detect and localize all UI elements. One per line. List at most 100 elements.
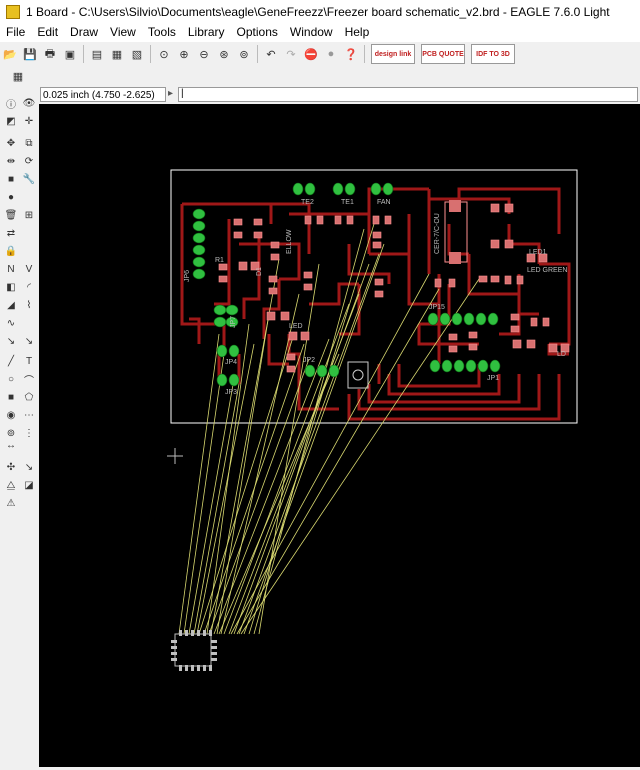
info-icon[interactable]: ⓘ	[6, 99, 16, 111]
ratsnest-icon[interactable]: ✣	[6, 461, 16, 473]
undo-icon[interactable]: ↶	[266, 48, 276, 61]
connector-pins	[171, 630, 217, 671]
push-button	[347, 361, 369, 389]
label-jp4: JP4	[225, 359, 237, 366]
toolbar-separator	[150, 45, 151, 63]
label-jp1: JP1	[487, 375, 499, 382]
menu-options[interactable]: Options	[236, 25, 278, 39]
copy-icon[interactable]: ⧉	[25, 137, 33, 149]
add-icon[interactable]: ⊞	[24, 209, 34, 221]
label-jp6: JP6	[184, 270, 191, 282]
command-input[interactable]: |	[178, 87, 638, 102]
drc-icon[interactable]: ◪	[24, 479, 34, 491]
go-icon[interactable]: ●	[327, 48, 335, 60]
cam-icon[interactable]: ▣	[64, 48, 76, 61]
label-led1: LED1	[529, 249, 547, 256]
mark-icon[interactable]: ✛	[24, 115, 34, 127]
label-yellow: ELLOW	[286, 229, 293, 254]
label-led: LED	[289, 323, 303, 330]
show-icon[interactable]: 👁	[22, 97, 36, 109]
route-icon[interactable]: ↘	[6, 335, 16, 347]
label-jp3: JP3	[225, 389, 237, 396]
wire-icon[interactable]: ╱	[7, 355, 15, 367]
coordinate-display: 0.025 inch (4.750 -2.625)	[40, 87, 166, 102]
print-icon[interactable]: 🖶	[44, 47, 56, 60]
label-jp7: JP7	[230, 316, 237, 328]
label-te2: TE2	[301, 199, 314, 206]
name-icon[interactable]: N	[7, 263, 15, 275]
help-icon[interactable]: ❓	[344, 48, 358, 61]
mirror-icon[interactable]: ⇹	[6, 155, 16, 167]
display-icon[interactable]: ◩	[6, 115, 16, 127]
smash-icon[interactable]: ◧	[6, 281, 16, 293]
layer-icon[interactable]: ▤	[91, 48, 103, 61]
lock-icon[interactable]: 🔒	[4, 245, 18, 257]
stop-icon[interactable]: ⛔	[304, 48, 318, 61]
relay-pad	[449, 200, 461, 212]
zoom-in-icon[interactable]: ⊕	[179, 48, 189, 61]
rect-icon[interactable]: ■	[7, 391, 15, 403]
label-d1: D1	[256, 267, 263, 276]
menu-help[interactable]: Help	[344, 25, 370, 39]
zoom-fit-icon[interactable]: ⊙	[159, 48, 169, 61]
open-icon[interactable]: 📂	[3, 48, 17, 61]
delete-icon[interactable]: 🗑	[4, 209, 18, 221]
push-button-knob	[352, 369, 364, 381]
change-icon[interactable]: 🔧	[22, 173, 36, 185]
left-toolbar: ⓘ 👁 ◩ ✛ ✥ ⧉ ⇹ ⟳ ■ 🔧 ● 🗑 ⊞ ⇄ 🔒 N V ◧ ◜ ◢ …	[0, 92, 40, 767]
label-ld: LD	[557, 351, 566, 358]
autoroute-icon[interactable]: ↘	[24, 461, 34, 473]
move-icon[interactable]: ✥	[6, 137, 16, 149]
command-dropdown-icon[interactable]: ▸	[168, 88, 174, 99]
optimize-icon[interactable]: ⌇	[26, 299, 32, 311]
ripup-icon[interactable]: ↘	[24, 335, 34, 347]
design-link-button[interactable]: design link	[371, 44, 415, 64]
idf-to-3d-button[interactable]: IDF TO 3D	[471, 44, 515, 64]
label-r1: R1	[215, 257, 224, 264]
rotate-icon[interactable]: ⟳	[24, 155, 34, 167]
board-outline	[170, 169, 578, 424]
attribute-icon[interactable]: ⋮	[24, 427, 34, 439]
zoom-out-icon[interactable]: ⊖	[199, 48, 209, 61]
command-row: 0.025 inch (4.750 -2.625) ▸ |	[0, 86, 640, 104]
signal-icon[interactable]: ⋯	[24, 409, 34, 421]
zoom-select-icon[interactable]: ⊚	[239, 48, 249, 61]
menu-library[interactable]: Library	[187, 25, 225, 39]
arc-icon[interactable]: ⌒	[24, 375, 34, 387]
paste-icon[interactable]: ●	[7, 191, 15, 203]
meander-icon[interactable]: ∿	[6, 317, 16, 329]
main-toolbar: 📂 💾 🖶 ▣ ▤ ▦ ▧ ⊙ ⊕ ⊖ ⊛ ⊚ ↶ ↷ ⛔ ● ❓ design…	[0, 42, 640, 67]
window-title: 1 Board - C:\Users\Silvio\Documents\eagl…	[26, 4, 610, 19]
pcb-quote-button[interactable]: PCB QUOTE	[421, 44, 465, 64]
secondary-toolbar: ▦	[0, 66, 640, 86]
menu-edit[interactable]: Edit	[37, 25, 59, 39]
toolbar-separator	[83, 45, 84, 63]
redo-icon[interactable]: ↷	[286, 48, 296, 61]
run-icon[interactable]: ▧	[131, 48, 143, 61]
replace-icon[interactable]: ⇄	[6, 227, 16, 239]
polygon-icon[interactable]: ⬠	[24, 391, 34, 403]
menu-file[interactable]: File	[6, 25, 26, 39]
value-icon[interactable]: V	[25, 263, 33, 275]
menu-window[interactable]: Window	[289, 25, 333, 39]
hole-icon[interactable]: ⊚	[6, 427, 16, 439]
menu-view[interactable]: View	[110, 25, 136, 39]
grid-icon[interactable]: ▦	[12, 70, 24, 83]
miter-icon[interactable]: ◜	[27, 281, 31, 293]
erc-icon[interactable]: ⧋	[6, 479, 16, 491]
airwires	[178, 223, 480, 635]
split-icon[interactable]: ◢	[7, 299, 15, 311]
dimension-icon[interactable]: ↔	[6, 439, 16, 451]
menu-tools[interactable]: Tools	[147, 25, 176, 39]
via-icon[interactable]: ◉	[6, 409, 16, 421]
save-icon[interactable]: 💾	[23, 48, 37, 61]
group-icon[interactable]: ■	[7, 173, 15, 185]
menu-draw[interactable]: Draw	[70, 25, 99, 39]
label-jp15: JP15	[429, 304, 445, 311]
errors-icon[interactable]: ⚠	[6, 497, 16, 509]
circle-icon[interactable]: ○	[7, 373, 15, 385]
text-icon[interactable]: T	[25, 355, 33, 367]
board-canvas[interactable]: TE2 TE1 FAN ELLOW CER-7/C-OU LED GREEN L…	[39, 104, 640, 767]
script-icon[interactable]: ▦	[111, 48, 123, 61]
zoom-redraw-icon[interactable]: ⊛	[219, 48, 229, 61]
